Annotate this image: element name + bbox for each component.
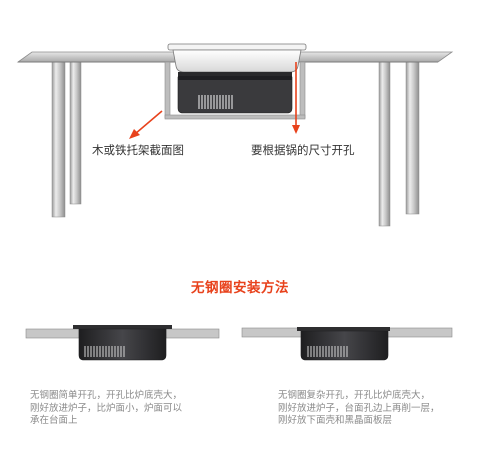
simple-cutout-diagram [25, 325, 220, 361]
pot [167, 43, 307, 76]
vent-slots [198, 95, 233, 109]
caption-line: 刚好放进炉子，比炉面小，炉面可以 [30, 402, 183, 414]
table-diagram [16, 43, 454, 227]
cooker-body [177, 76, 293, 114]
caption-line: 刚好放下面壳和黑晶面板层 [278, 415, 393, 426]
table-leg [405, 59, 420, 215]
table-leg [51, 59, 66, 218]
section-title: 无钢圈安装方法 [191, 280, 289, 296]
bracket-label: 木或铁托架截面图 [92, 143, 184, 157]
red-arrows [129, 62, 300, 139]
arrow-to-bracket [134, 110, 163, 135]
caption-line: 承在台面上 [30, 415, 78, 426]
simple-method-caption: 无钢圈简单开孔，开孔比炉底壳大， 刚好放进炉子，比炉面小，炉面可以 承在台面上 [30, 390, 182, 428]
table-leg [378, 59, 391, 227]
caption-line: 无钢圈简单开孔，开孔比炉底壳大， [30, 390, 183, 401]
caption-line: 无钢圈复杂开孔，开孔比炉底壳大， [278, 390, 431, 401]
caption-line: 刚好放进炉子，台面孔边上再削一层， [278, 402, 440, 414]
complex-cutout-diagram [241, 327, 453, 361]
complex-method-caption: 无钢圈复杂开孔，开孔比炉底壳大， 刚好放进炉子，台面孔边上再削一层， 刚好放下面… [278, 390, 440, 428]
cutout-label: 要根据锅的尺寸开孔 [251, 143, 355, 157]
table-leg [69, 59, 82, 205]
support-bracket [164, 61, 306, 120]
